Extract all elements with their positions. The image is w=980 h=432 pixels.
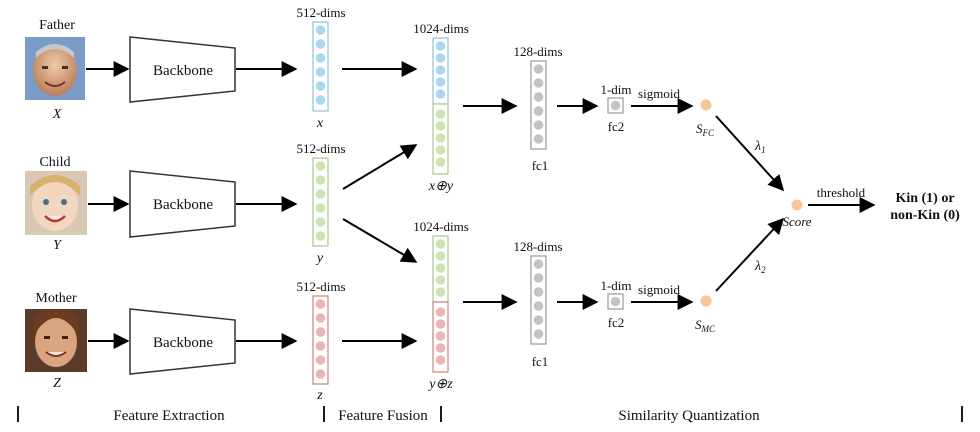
sigmoid-bottom-label: sigmoid	[638, 282, 680, 297]
fc2-top-dims: 1-dim	[600, 82, 631, 97]
smc-label-base: S	[695, 317, 702, 332]
vector-y-plus-z	[432, 235, 449, 373]
backbone-father-label: Backbone	[153, 63, 213, 79]
mother-label: Mother	[35, 291, 77, 306]
mother-face-photo	[25, 309, 87, 372]
fusion-top-label: x⊕y	[428, 179, 454, 194]
vector-x-plus-y	[432, 37, 449, 175]
vector-z	[312, 295, 329, 385]
father-label: Father	[39, 18, 75, 33]
fc2-top-layer	[607, 97, 624, 114]
arrow-y-to-fusion-top	[342, 144, 418, 190]
lambda-2-base: λ	[754, 259, 761, 274]
score-label: Score	[782, 214, 811, 229]
fc1-top-label: fc1	[532, 158, 549, 173]
backbone-child	[129, 170, 236, 238]
fc1-bottom-label: fc1	[532, 354, 549, 369]
lambda-2-sub: 2	[761, 265, 766, 275]
fusion-top-dims: 1024-dims	[413, 21, 469, 36]
lambda-1-label: λ1	[754, 139, 766, 155]
x-dims: 512-dims	[296, 5, 345, 20]
fc2-bottom-dims: 1-dim	[600, 278, 631, 293]
child-var: Y	[53, 238, 63, 253]
arrow-smc-to-score	[715, 217, 785, 292]
fc2-bottom-label: fc2	[608, 315, 625, 330]
fc1-bottom-dims: 128-dims	[513, 239, 562, 254]
score-node	[791, 199, 803, 211]
backbone-mother	[129, 308, 236, 375]
father-var: X	[52, 107, 62, 122]
fusion-bottom-dims: 1024-dims	[413, 219, 469, 234]
child-face-photo	[25, 171, 87, 235]
vector-y	[312, 157, 329, 247]
arrow-y-to-fusion-bottom	[342, 218, 418, 263]
lambda-2-label: λ2	[754, 259, 766, 275]
vector-x	[312, 21, 329, 112]
backbone-child-label: Backbone	[153, 197, 213, 213]
sfc-label-sub: FC	[701, 128, 714, 138]
sfc-label-base: S	[696, 121, 703, 136]
backbone-father	[129, 36, 236, 103]
output-line-2: non-Kin (0)	[890, 208, 960, 223]
fc1-bottom-layer	[530, 255, 547, 345]
y-var: y	[315, 251, 324, 266]
fc1-top-dims: 128-dims	[513, 44, 562, 59]
backbone-mother-label: Backbone	[153, 335, 213, 351]
fc2-bottom-layer	[607, 293, 624, 310]
child-label: Child	[39, 155, 70, 170]
z-var: z	[316, 388, 323, 403]
stage-feature-extraction: Feature Extraction	[113, 408, 225, 424]
sfc-node	[700, 99, 712, 111]
sfc-label: SFC	[696, 121, 715, 138]
fc1-top-layer	[530, 60, 547, 150]
lambda-1-sub: 1	[761, 145, 766, 155]
fc2-top-label: fc2	[608, 119, 625, 134]
stage-feature-fusion: Feature Fusion	[338, 408, 428, 424]
y-dims: 512-dims	[296, 141, 345, 156]
stage-similarity-quantization: Similarity Quantization	[618, 408, 760, 424]
arrow-sfc-to-score	[715, 115, 785, 192]
smc-node	[700, 295, 712, 307]
lambda-1-base: λ	[754, 139, 761, 154]
z-dims: 512-dims	[296, 279, 345, 294]
threshold-label: threshold	[817, 185, 866, 200]
father-face-photo	[25, 37, 85, 100]
smc-label-sub: MC	[701, 324, 716, 334]
x-var: x	[316, 116, 324, 131]
mother-var: Z	[53, 376, 61, 391]
sigmoid-top-label: sigmoid	[638, 86, 680, 101]
smc-label: SMC	[695, 317, 716, 334]
output-line-1: Kin (1) or	[895, 191, 954, 206]
fusion-bottom-label: y⊕z	[427, 377, 453, 392]
